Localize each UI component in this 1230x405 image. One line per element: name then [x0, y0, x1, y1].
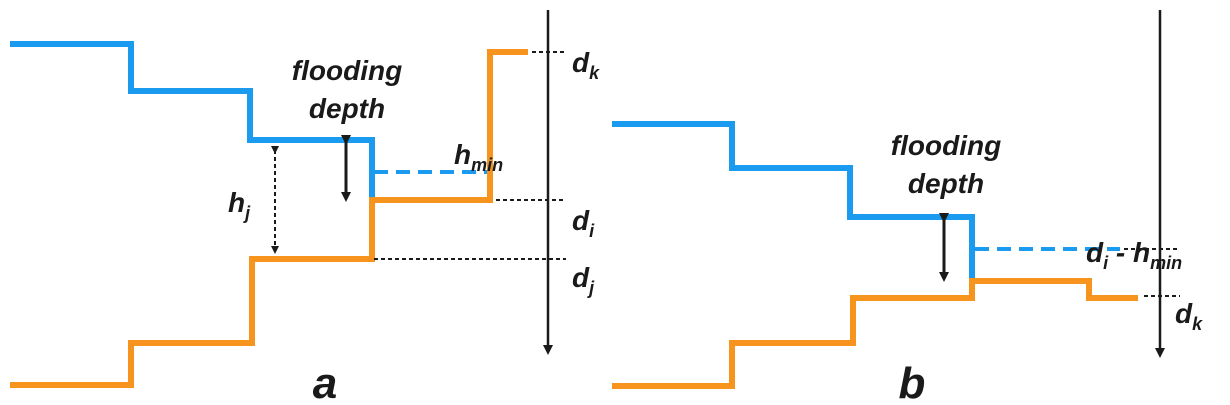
blue-profile-a — [10, 41, 375, 201]
panel-label-a: a — [313, 359, 337, 405]
dk-label-sub-a: k — [589, 63, 600, 83]
panel-b: flooding depth di - hmin dk b — [612, 10, 1203, 405]
dk-label-a: dk — [572, 47, 600, 83]
dih-label-min: min — [1150, 253, 1182, 273]
panel-a: flooding depth hj hmin dk di dj a — [10, 10, 600, 405]
blue-profile-b — [612, 121, 975, 278]
hmin-label-a: hmin — [454, 139, 503, 175]
dih-label-b: di - hmin — [1086, 237, 1182, 273]
orange-profile-a — [10, 49, 528, 388]
orange-profile-b — [612, 278, 1138, 389]
dk-label-sub-b: k — [1192, 314, 1203, 334]
dk-label-b: dk — [1175, 298, 1203, 334]
dj-label-base-a: d — [572, 262, 590, 293]
flooding-label-line2-a: depth — [309, 93, 385, 124]
dj-label-a: dj — [572, 262, 595, 298]
dih-label-h: h — [1133, 237, 1150, 268]
hj-label-base: h — [228, 187, 245, 218]
dih-label-d: d — [1086, 237, 1104, 268]
panel-label-b: b — [899, 359, 926, 405]
flooding-label-line1-b: flooding — [891, 130, 1001, 161]
dih-label-i: i — [1103, 253, 1109, 273]
di-label-a: di — [572, 205, 595, 241]
di-label-sub-a: i — [589, 221, 595, 241]
hmin-label-base: h — [454, 139, 471, 170]
dk-label-base-b: d — [1175, 298, 1193, 329]
hj-label-sub: j — [243, 203, 251, 223]
dih-label-minus: - — [1108, 237, 1133, 268]
dk-label-base-a: d — [572, 47, 590, 78]
dj-label-sub-a: j — [587, 278, 595, 298]
hj-label: hj — [228, 187, 251, 223]
flooding-label-line2-b: depth — [908, 168, 984, 199]
hmin-label-sub: min — [471, 155, 503, 175]
flooding-label-line1-a: flooding — [292, 55, 402, 86]
di-label-base-a: d — [572, 205, 590, 236]
